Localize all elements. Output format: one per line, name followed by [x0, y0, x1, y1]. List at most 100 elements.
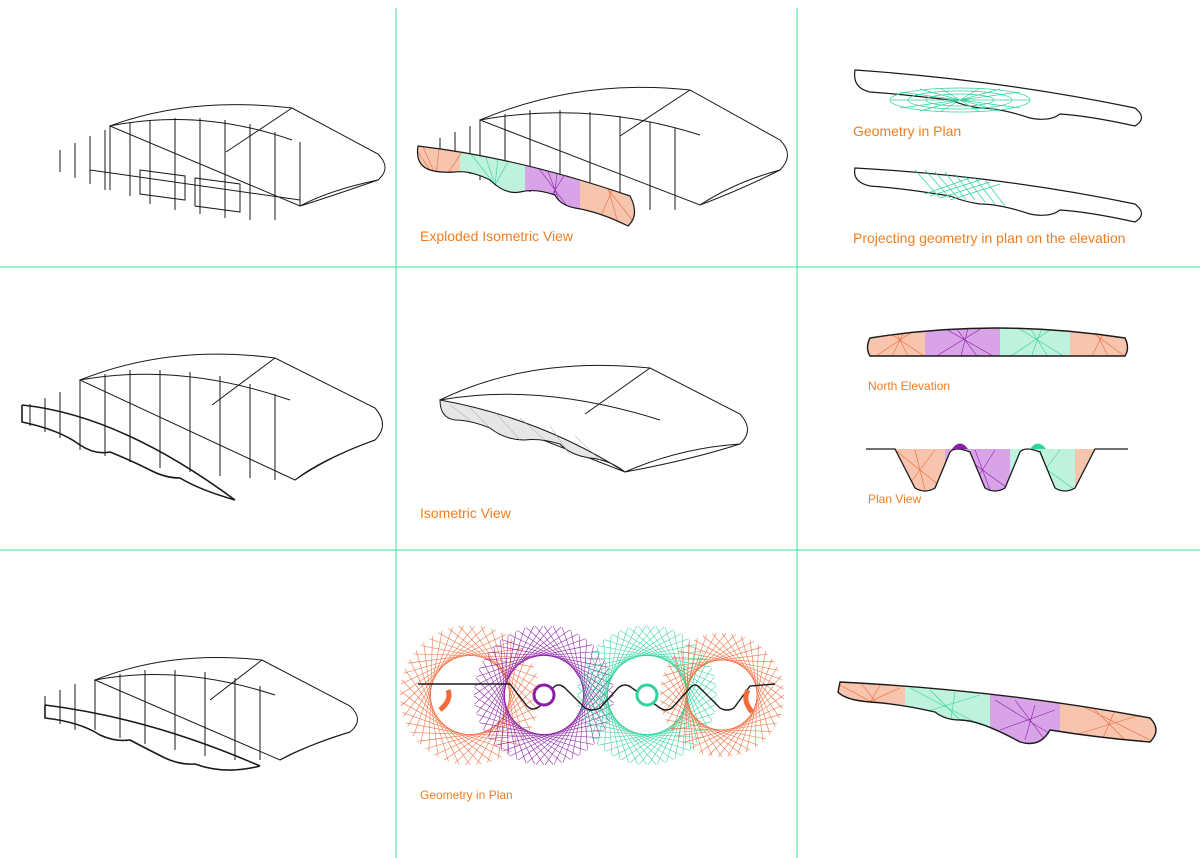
radial-line	[482, 660, 536, 765]
radial-line	[415, 650, 449, 762]
radial-line	[497, 645, 520, 760]
radial-line	[727, 666, 778, 757]
radial-line	[399, 690, 492, 762]
caption-exploded-isometric: Exploded Isometric View	[420, 228, 574, 244]
radial-line	[518, 694, 615, 761]
radial-line	[409, 659, 460, 765]
radial-line	[661, 681, 732, 757]
radial-line	[400, 634, 506, 685]
radial-line	[438, 632, 540, 689]
radial-line	[678, 650, 779, 671]
building-with-facade-drawing	[21, 353, 383, 501]
radial-line	[754, 644, 759, 748]
radial-line	[526, 685, 614, 764]
building-isometric-drawing	[59, 104, 386, 220]
radial-line	[474, 633, 579, 687]
exploded-isometric-drawing	[416, 86, 788, 227]
radial-line	[425, 716, 537, 750]
radial-line	[483, 730, 600, 738]
radial-line	[479, 644, 593, 669]
radial-line	[476, 638, 586, 678]
radial-line	[662, 632, 727, 715]
radial-line	[731, 633, 776, 727]
radial-line	[659, 690, 742, 755]
radial-line	[578, 677, 657, 765]
radial-line	[664, 672, 723, 758]
radial-line	[479, 722, 594, 745]
radial-line	[413, 653, 530, 658]
radial-line	[597, 630, 620, 745]
radial-line	[478, 669, 545, 766]
radial-line	[407, 648, 523, 664]
radial-line	[666, 633, 717, 724]
radial-line	[579, 638, 689, 678]
radial-line	[544, 668, 609, 766]
radial-line	[487, 653, 527, 763]
radial-line	[591, 652, 708, 660]
radial-line	[488, 652, 605, 660]
radial-line	[674, 645, 697, 760]
radial-line	[660, 634, 736, 705]
radial-line	[579, 713, 690, 751]
radial-line	[671, 634, 707, 732]
radial-line	[475, 677, 554, 765]
radial-line	[611, 634, 717, 686]
radial-geometry-plan-drawing	[399, 625, 785, 766]
radial-geometry-green-ellipse	[889, 87, 1031, 113]
radial-line	[494, 645, 609, 668]
caption-projecting-geometry: Projecting geometry in plan on the eleva…	[853, 230, 1125, 246]
radial-pattern-purple	[473, 625, 615, 766]
radial-line	[493, 646, 518, 760]
radial-line	[660, 700, 751, 751]
caption-north-elevation: North Elevation	[868, 379, 950, 393]
radial-line	[489, 729, 605, 739]
radial-line	[483, 651, 599, 661]
radial-line	[413, 627, 453, 737]
radial-line	[508, 634, 614, 686]
radial-line	[668, 663, 713, 757]
radial-line	[621, 694, 718, 761]
radial-line	[662, 646, 762, 677]
radial-line	[570, 630, 595, 744]
radial-line	[474, 626, 562, 705]
radial-line	[428, 635, 433, 752]
projected-geometry-green	[914, 169, 1006, 207]
radial-line	[682, 713, 782, 744]
radial-line	[669, 727, 773, 732]
radial-line	[612, 703, 717, 757]
radial-line	[721, 632, 780, 718]
radial-line	[680, 648, 695, 751]
caption-isometric-view: Isometric View	[420, 505, 512, 521]
radial-line	[553, 659, 605, 765]
radial-line	[434, 705, 540, 756]
radial-line	[501, 639, 612, 677]
building-with-wave-facade-drawing	[44, 657, 358, 771]
radial-line	[476, 713, 587, 751]
caption-geometry-in-plan-top: Geometry in Plan	[853, 123, 961, 139]
radial-line	[604, 634, 612, 751]
radial-line	[402, 712, 512, 752]
radial-line	[543, 625, 610, 721]
radial-line	[495, 721, 609, 746]
radial-line	[582, 625, 647, 722]
radial-line	[655, 625, 709, 730]
radial-line	[590, 653, 630, 763]
radial-line	[579, 639, 587, 756]
radial-line	[665, 719, 766, 740]
radial-line	[673, 630, 698, 744]
radial-line	[448, 628, 541, 700]
radial-line	[656, 659, 708, 765]
radial-line	[579, 625, 656, 714]
radial-line	[638, 676, 715, 765]
radial-line	[717, 675, 782, 758]
radial-line	[423, 642, 439, 758]
radial-line	[479, 625, 544, 722]
radial-line	[737, 658, 773, 756]
radial-line	[400, 701, 502, 758]
radial-line	[671, 658, 775, 663]
radial-line	[400, 626, 486, 707]
radial-line	[661, 710, 759, 746]
radial-line	[401, 679, 482, 765]
radial-line	[699, 694, 785, 753]
radial-line	[577, 626, 665, 705]
